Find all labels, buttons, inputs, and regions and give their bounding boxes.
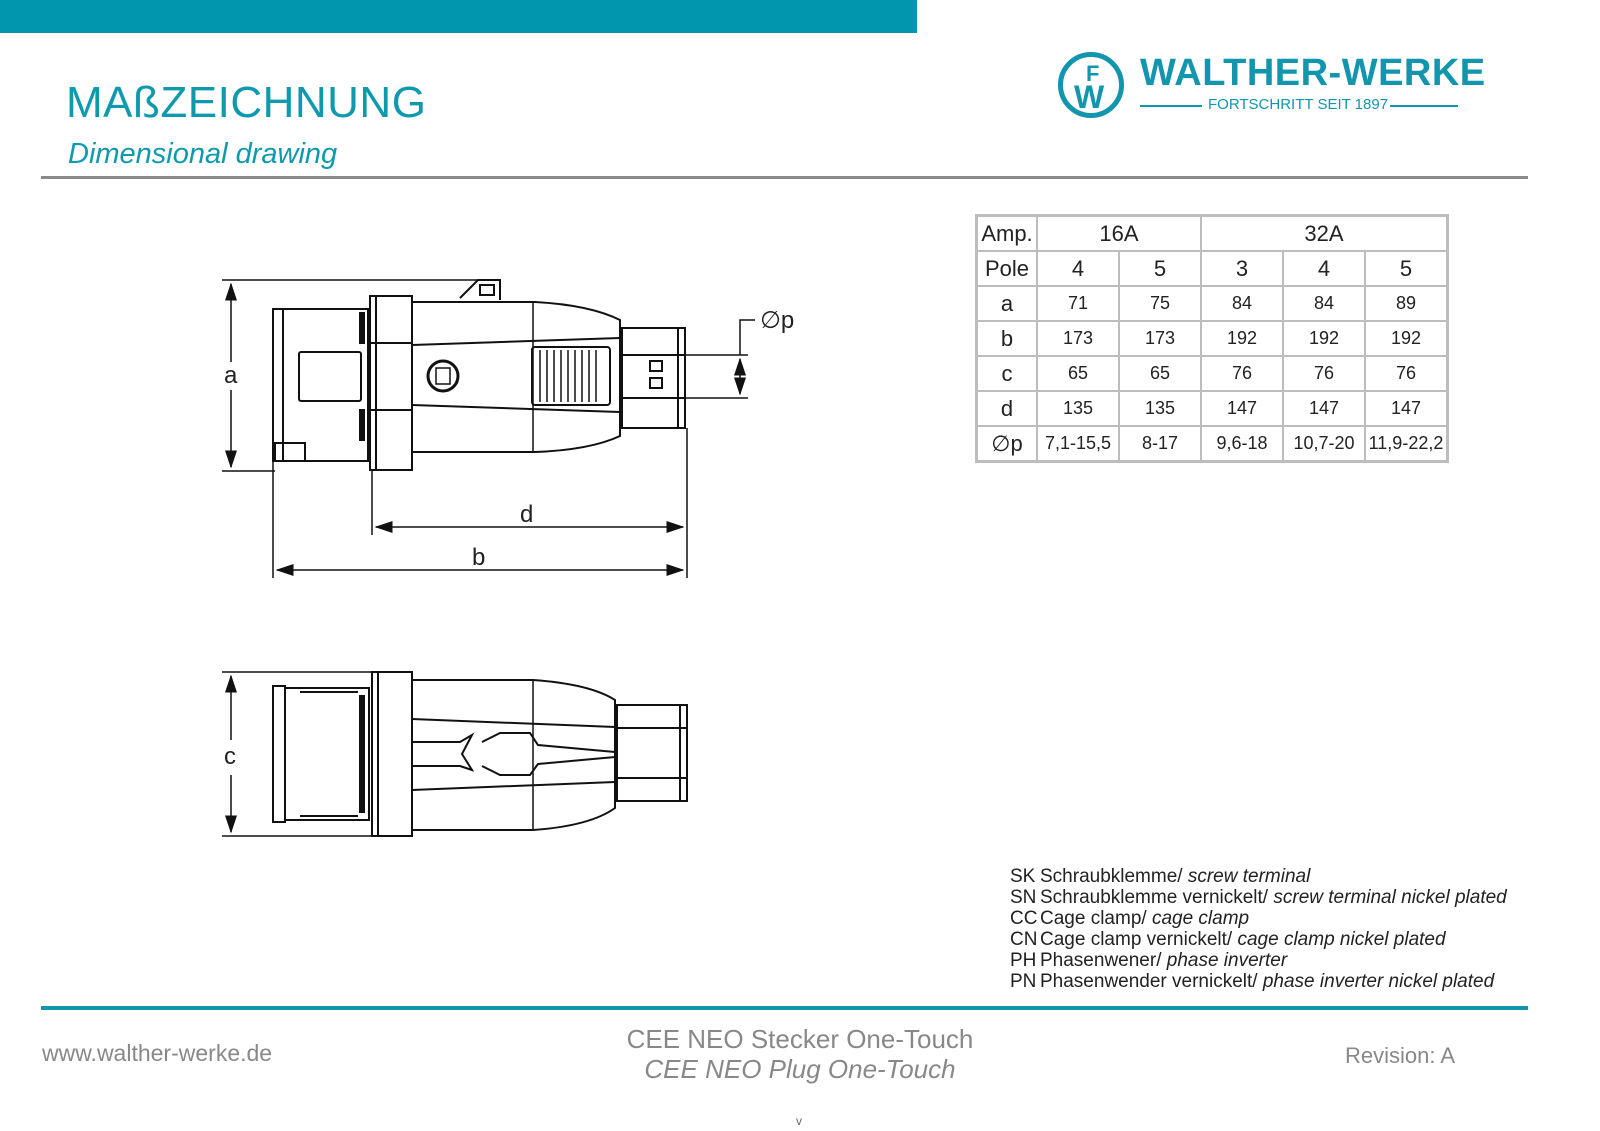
table-header-amp: Amp. [975, 214, 1038, 252]
dimensions-table: Amp. 16A 32A Pole 4 5 3 4 5 a 71 75 84 8… [975, 214, 1449, 463]
table-row-amp: Amp. 16A 32A [975, 214, 1449, 252]
dim-label-c: c [224, 743, 236, 770]
dim-label-d: d [520, 501, 533, 528]
logo-mark-icon: F W [1058, 52, 1124, 118]
table-row: a 71 75 84 84 89 [975, 285, 1449, 322]
footer-divider [41, 1006, 1528, 1010]
page-title: MAßZEICHNUNG [66, 78, 427, 127]
table-group-32a: 32A [1200, 214, 1449, 252]
dim-label-b: b [472, 544, 485, 571]
company-logo: F W WALTHER-WERKE FORTSCHRITT SEIT 1897 [1058, 52, 1485, 124]
dim-label-a: a [224, 362, 238, 389]
top-accent-bar [0, 0, 917, 33]
website-link[interactable]: www.walther-werke.de [42, 1040, 273, 1066]
table-group-16a: 16A [1036, 214, 1202, 252]
header-divider [41, 176, 1528, 179]
side-view [222, 279, 755, 578]
logo-tagline: FORTSCHRITT SEIT 1897 [1140, 96, 1458, 116]
table-row: b 173 173 192 192 192 [975, 320, 1449, 357]
top-view [222, 671, 688, 837]
table-row: c 65 65 76 76 76 [975, 355, 1449, 392]
page-mark: v [796, 1114, 802, 1128]
product-name: CEE NEO Stecker One-Touch CEE NEO Plug O… [626, 1024, 974, 1084]
table-header-pole: Pole [975, 250, 1038, 287]
table-row: d 135 135 147 147 147 [975, 390, 1449, 427]
revision-label: Revision: A [1345, 1043, 1456, 1068]
table-row: ∅p 7,1-15,5 8-17 9,6-18 10,7-20 11,9-22,… [975, 425, 1449, 463]
dimensional-drawing: a d b ∅p c [222, 279, 794, 837]
dim-label-p: ∅p [760, 307, 794, 334]
table-row-pole: Pole 4 5 3 4 5 [975, 250, 1449, 287]
page-subtitle: Dimensional drawing [68, 138, 338, 170]
logo-name: WALTHER-WERKE [1140, 52, 1486, 94]
